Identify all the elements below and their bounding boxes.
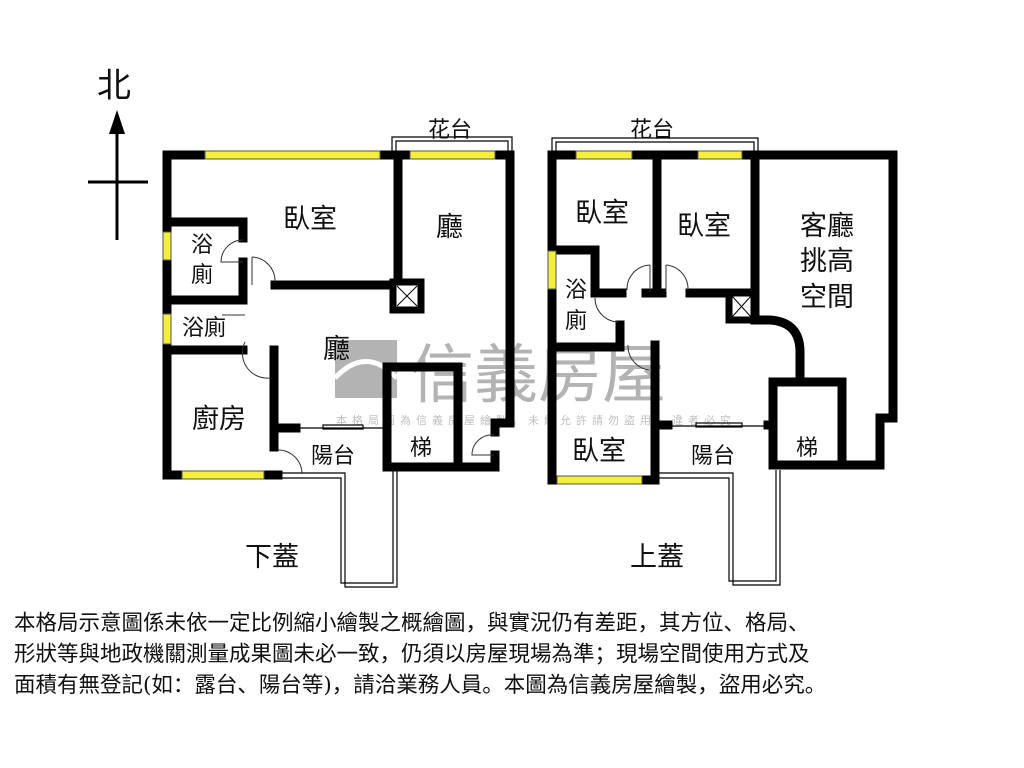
watermark-brand: 信義房屋 (410, 339, 666, 413)
disclaimer-text: 本格局示意圖係未依一定比例縮小繪製之概繪圖，與實況仍有差距，其方位、格局、 形狀… (14, 608, 1014, 701)
plan-caption-lower: 下蓋 (245, 542, 299, 573)
north-compass: 北 (88, 66, 148, 240)
room-label-bath1b: 廁 (191, 263, 213, 288)
lower-floor-plan: 花台 臥室 廳 浴 廁 浴廁 廳 廚房 梯 陽台 下蓋 (162, 118, 515, 588)
plan-caption-upper: 上蓋 (630, 542, 684, 573)
room-label-living-1: 客廳 (800, 211, 854, 242)
window (556, 475, 643, 485)
window (409, 150, 496, 160)
room-label-bedroom1: 臥室 (575, 198, 629, 229)
window (181, 470, 265, 480)
window (547, 250, 557, 290)
window (162, 231, 172, 261)
room-label-kitchen: 廚房 (192, 404, 246, 435)
planter-label: 花台 (630, 118, 674, 143)
room-label-balcony: 陽台 (691, 444, 735, 469)
room-label-bedroom: 臥室 (283, 204, 337, 235)
floor-plan-diagram: 北 信義房屋 本格局圖為信義房屋繪製，未經允許請勿盜用，違者必究 (88, 66, 898, 588)
room-label-hall-top: 廳 (436, 212, 463, 243)
window (697, 150, 743, 160)
disclaimer-line: 形狀等與地政機關測量成果圖未必一致，仍須以房屋現場為準；現場空間使用方式及 (14, 642, 810, 667)
planter-label: 花台 (428, 118, 472, 143)
disclaimer-line: 本格局示意圖係未依一定比例縮小繪製之概繪圖，與實況仍有差距，其方位、格局、 (14, 611, 810, 636)
room-label-stairs: 梯 (796, 436, 818, 461)
room-label-hall-main: 廳 (323, 334, 350, 365)
room-label-bath2: 浴廁 (182, 316, 226, 341)
window (575, 150, 633, 160)
north-label: 北 (97, 66, 131, 106)
room-label-bedroom3: 臥室 (572, 436, 626, 467)
room-label-bedroom2: 臥室 (677, 211, 731, 242)
disclaimer-line: 面積有無登記(如：露台、陽台等)，請洽業務人員。本圖為信義房屋繪製，盜用必究。 (14, 673, 827, 698)
window (162, 313, 172, 345)
room-label-living-3: 空間 (800, 282, 854, 313)
room-label-bath: 浴 (565, 278, 587, 303)
room-label-living-2: 挑高 (800, 246, 854, 277)
watermark-notice: 本格局圖為信義房屋繪製，未經允許請勿盜用，違者必究 (336, 413, 736, 427)
upper-floor-plan: 花台 臥室 臥室 客廳 挑高 空間 浴 廁 臥室 梯 陽台 上蓋 (547, 118, 898, 586)
room-label-bath-b: 廁 (565, 309, 587, 334)
watermark: 信義房屋 本格局圖為信義房屋繪製，未經允許請勿盜用，違者必究 (333, 339, 736, 427)
room-label-balcony: 陽台 (311, 444, 355, 469)
room-label-stairs: 梯 (410, 436, 432, 461)
room-label-bath1: 浴 (191, 233, 213, 258)
north-arrow-icon (109, 110, 125, 134)
window (204, 150, 381, 160)
